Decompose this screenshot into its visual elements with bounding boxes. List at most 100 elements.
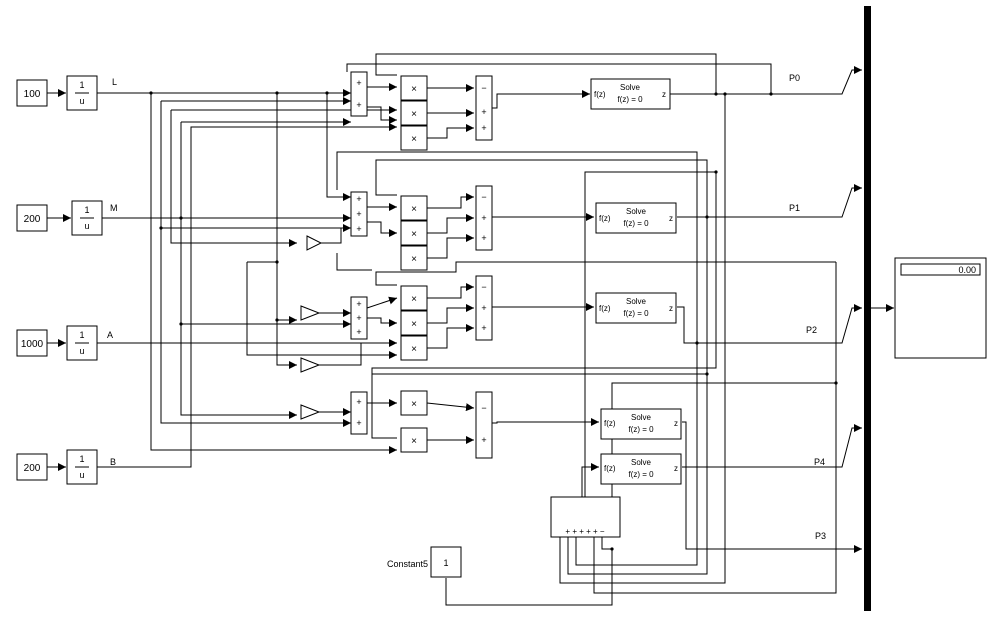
- svg-text:+: +: [356, 418, 361, 428]
- signal-label-A: A: [107, 330, 113, 340]
- gain-block-2[interactable]: [300, 305, 321, 321]
- display-block[interactable]: 0.00: [894, 257, 987, 359]
- sum-block-bottom[interactable]: + + + + + −: [550, 496, 621, 538]
- signal-label-L: L: [112, 77, 117, 87]
- svg-text:+: +: [356, 100, 361, 110]
- svg-text:−: −: [481, 282, 486, 292]
- reciprocal-block-L[interactable]: 1 u: [66, 75, 98, 111]
- solve-block-3[interactable]: f(z) Solve f(z) = 0 z: [595, 292, 677, 324]
- svg-text:+: +: [481, 213, 486, 223]
- svg-text:×: ×: [411, 84, 417, 95]
- svg-text:f(z): f(z): [594, 90, 606, 99]
- svg-text:×: ×: [411, 344, 417, 355]
- reciprocal-block-B[interactable]: 1 u: [66, 449, 98, 485]
- svg-text:200: 200: [24, 463, 41, 474]
- svg-text:×: ×: [411, 399, 417, 410]
- signal-label-B: B: [110, 457, 116, 467]
- svg-text:×: ×: [411, 319, 417, 330]
- svg-text:z: z: [669, 214, 673, 223]
- svg-text:1: 1: [79, 80, 84, 90]
- summer-block-1[interactable]: + +: [350, 71, 368, 117]
- svg-text:Solve: Solve: [631, 458, 652, 467]
- output-label-P1: P1: [789, 203, 800, 213]
- reciprocal-block-A[interactable]: 1 u: [66, 325, 98, 361]
- solve-block-4[interactable]: f(z) Solve f(z) = 0 z: [600, 408, 682, 440]
- output-label-P3: P3: [815, 531, 826, 541]
- constant-block-M[interactable]: 200: [16, 204, 48, 232]
- svg-text:f(z): f(z): [604, 419, 616, 428]
- svg-text:1: 1: [79, 330, 84, 340]
- svg-text:−: −: [481, 192, 486, 202]
- svg-text:f(z) = 0: f(z) = 0: [617, 95, 643, 104]
- svg-text:×: ×: [411, 204, 417, 215]
- svg-text:+: +: [356, 209, 361, 219]
- svg-text:200: 200: [24, 214, 41, 225]
- sum-block-3[interactable]: − + +: [475, 275, 493, 341]
- svg-text:u: u: [84, 221, 89, 231]
- reciprocal-block-M[interactable]: 1 u: [71, 200, 103, 236]
- svg-text:f(z) = 0: f(z) = 0: [628, 425, 654, 434]
- svg-text:f(z): f(z): [604, 464, 616, 473]
- svg-text:u: u: [79, 346, 84, 356]
- svg-text:f(z) = 0: f(z) = 0: [623, 219, 649, 228]
- wire-junctions: [149, 91, 838, 551]
- svg-text:z: z: [674, 419, 678, 428]
- solve-block-1[interactable]: f(z) Solve f(z) = 0 z: [590, 78, 671, 110]
- sum-block-4[interactable]: − +: [475, 391, 493, 459]
- constant5-label: Constant5: [387, 559, 428, 569]
- svg-text:+: +: [356, 327, 361, 337]
- solve-block-5[interactable]: f(z) Solve f(z) = 0 z: [600, 453, 682, 485]
- svg-text:Solve: Solve: [631, 413, 652, 422]
- gain-block-3[interactable]: [300, 357, 321, 373]
- constant-block-L[interactable]: 100: [16, 79, 48, 107]
- svg-text:Solve: Solve: [626, 297, 647, 306]
- sum-block-1[interactable]: − + +: [475, 75, 493, 141]
- solve-block-2[interactable]: f(z) Solve f(z) = 0 z: [595, 202, 677, 234]
- signal-label-M: M: [110, 203, 118, 213]
- output-label-P2: P2: [806, 325, 817, 335]
- product-group-1[interactable]: × × ×: [400, 75, 428, 151]
- constant-block-A[interactable]: 1000: [16, 329, 48, 357]
- gain-block-4[interactable]: [300, 404, 321, 420]
- svg-text:+: +: [356, 224, 361, 234]
- svg-text:f(z) = 0: f(z) = 0: [623, 309, 649, 318]
- mux-bar[interactable]: [864, 6, 871, 611]
- sum-block-2[interactable]: − + +: [475, 185, 493, 251]
- product-group-2[interactable]: × × ×: [400, 195, 428, 271]
- svg-text:1000: 1000: [21, 339, 44, 350]
- summer-block-3[interactable]: + + +: [350, 296, 368, 340]
- svg-text:+: +: [356, 299, 361, 309]
- svg-text:f(z): f(z): [599, 214, 611, 223]
- svg-text:z: z: [662, 90, 666, 99]
- svg-text:1: 1: [84, 205, 89, 215]
- gain-block-1[interactable]: [306, 235, 323, 251]
- product-group-3[interactable]: × × ×: [400, 285, 428, 361]
- svg-text:Solve: Solve: [620, 83, 641, 92]
- svg-text:×: ×: [411, 294, 417, 305]
- svg-text:+: +: [356, 397, 361, 407]
- svg-text:1: 1: [443, 558, 448, 568]
- constant5-block[interactable]: 1: [430, 546, 462, 578]
- svg-text:+: +: [356, 313, 361, 323]
- svg-text:Solve: Solve: [626, 207, 647, 216]
- svg-text:×: ×: [411, 109, 417, 120]
- svg-text:z: z: [669, 304, 673, 313]
- product-group-4[interactable]: × ×: [400, 390, 428, 453]
- wires: [47, 53, 894, 606]
- summer-block-2[interactable]: + + +: [350, 191, 368, 237]
- svg-text:−: −: [481, 83, 486, 93]
- summer-block-4[interactable]: + +: [350, 391, 368, 435]
- svg-text:f(z) = 0: f(z) = 0: [628, 470, 654, 479]
- svg-text:f(z): f(z): [599, 304, 611, 313]
- svg-text:1: 1: [79, 454, 84, 464]
- svg-text:×: ×: [411, 254, 417, 265]
- svg-text:u: u: [79, 470, 84, 480]
- svg-text:×: ×: [411, 134, 417, 145]
- constant-block-B[interactable]: 200: [16, 453, 48, 481]
- svg-text:×: ×: [411, 229, 417, 240]
- output-label-P4: P4: [814, 457, 825, 467]
- svg-text:+: +: [481, 303, 486, 313]
- svg-text:+: +: [481, 323, 486, 333]
- svg-text:+: +: [481, 233, 486, 243]
